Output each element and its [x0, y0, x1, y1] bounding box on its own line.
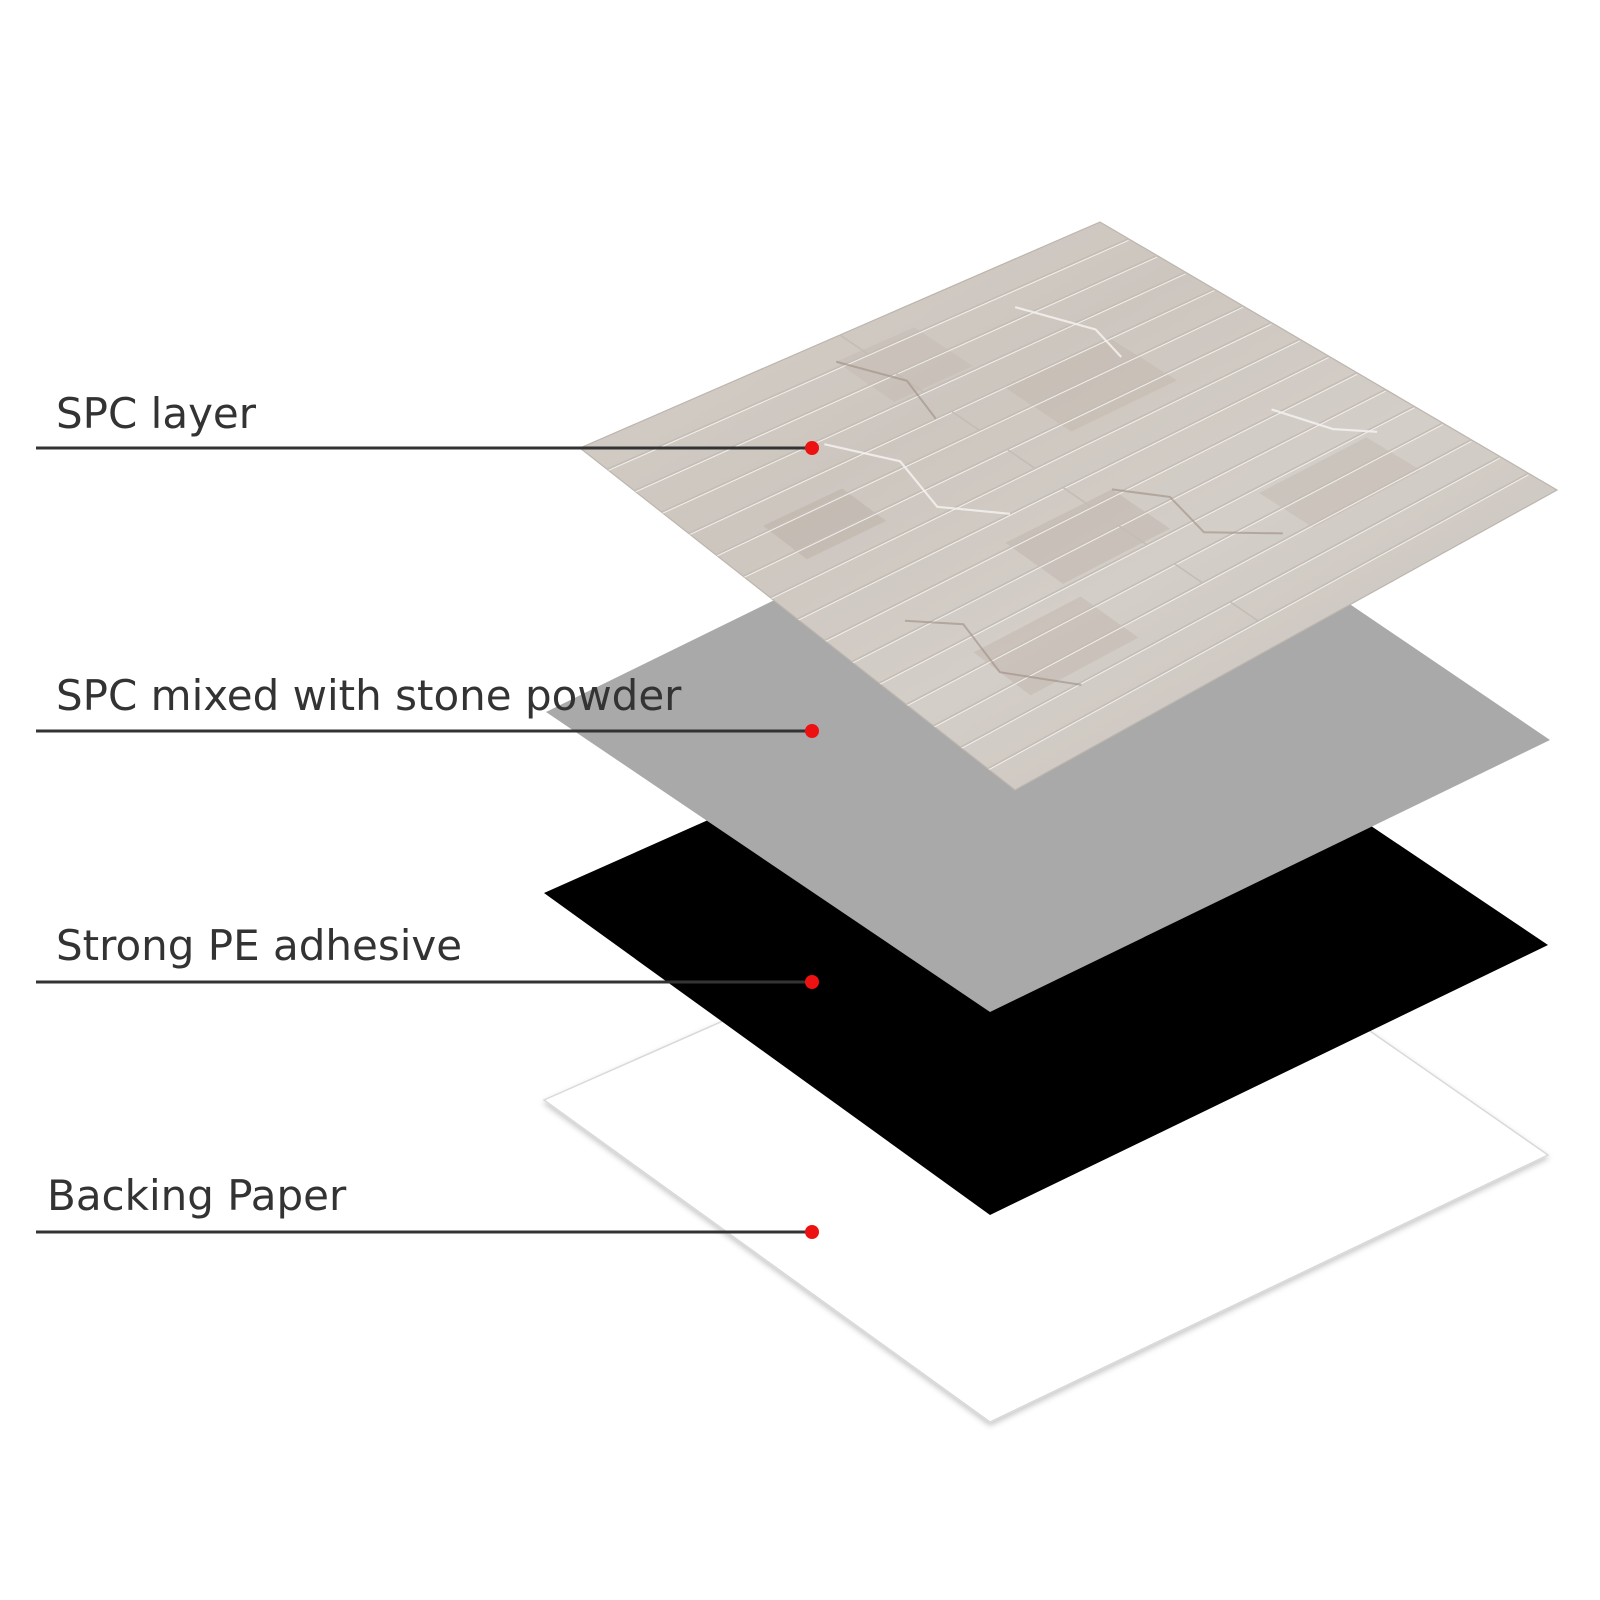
marker-dot-stone-powder [805, 724, 819, 738]
label-spc-layer: SPC layer [36, 389, 819, 455]
label-text-backing-paper: Backing Paper [47, 1171, 347, 1220]
marker-dot-backing-paper [805, 1225, 819, 1239]
label-text-stone-powder: SPC mixed with stone powder [56, 671, 682, 720]
label-text-spc-layer: SPC layer [56, 389, 257, 438]
label-pe-adhesive: Strong PE adhesive [36, 921, 819, 989]
label-stone-powder: SPC mixed with stone powder [36, 671, 819, 738]
marker-dot-spc-layer [805, 441, 819, 455]
marker-dot-pe-adhesive [805, 975, 819, 989]
marble-texture [606, 238, 1529, 771]
label-text-pe-adhesive: Strong PE adhesive [56, 921, 462, 970]
label-backing-paper: Backing Paper [36, 1171, 819, 1239]
spc-layer-sheet [578, 221, 1559, 791]
layer-labels: SPC layer SPC mixed with stone powder St… [36, 389, 819, 1239]
